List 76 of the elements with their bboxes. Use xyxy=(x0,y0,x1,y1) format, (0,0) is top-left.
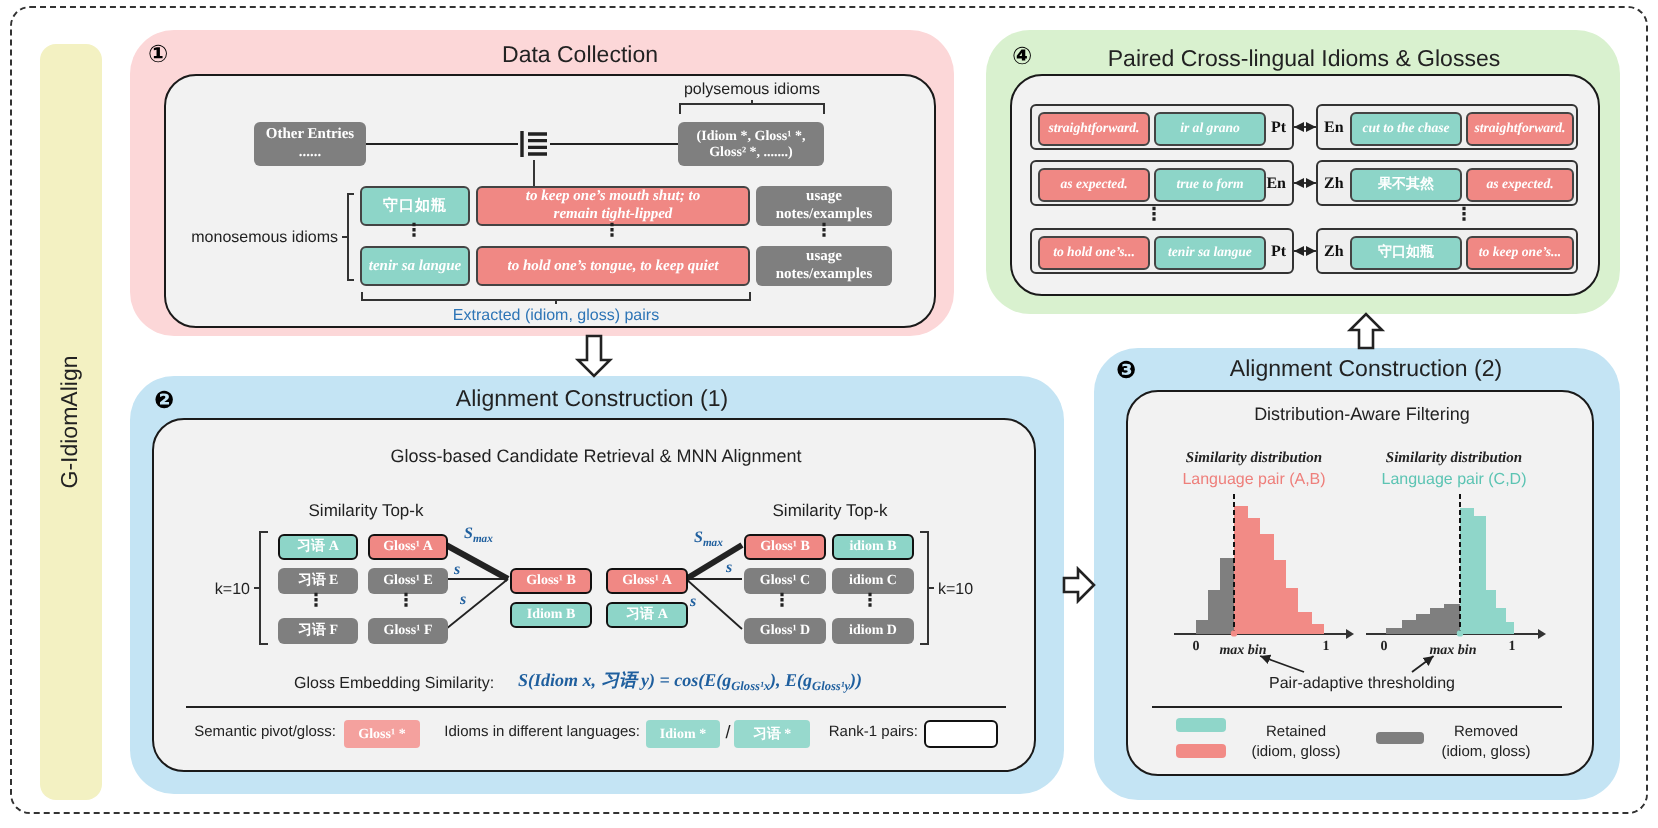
formula-label: Gloss Embedding Similarity: xyxy=(294,674,495,693)
leader-arrow xyxy=(1259,654,1305,673)
bracket-label: k=10 xyxy=(938,580,974,599)
double-arrow xyxy=(1293,246,1317,256)
edge-label: S$_{max}$ xyxy=(692,530,725,546)
ellipsis-mark: ⋮ xyxy=(1455,208,1473,226)
connector-line xyxy=(684,542,744,582)
inner-panel xyxy=(152,418,1036,772)
section-heading: Gloss-based Candidate Retrieval & MNN Alignment xyxy=(390,446,802,467)
chart-subtitle: Language pair (C,D) xyxy=(1381,470,1527,489)
language-code: Zh xyxy=(1324,176,1344,192)
column-heading: Similarity Top-k xyxy=(772,502,888,522)
group-label: Extracted (idiom, gloss) pairs xyxy=(452,306,660,325)
ellipsis-mark: ⋮ xyxy=(307,594,325,612)
block-arrow xyxy=(1346,312,1386,350)
pair-card xyxy=(1030,228,1294,274)
column-heading: Similarity Top-k xyxy=(308,502,424,522)
connector-line xyxy=(445,578,509,630)
inner-panel xyxy=(1126,390,1594,776)
pair-card xyxy=(1030,160,1294,206)
panel-title: Alignment Construction (1) xyxy=(455,388,729,415)
pair-card xyxy=(1030,104,1294,150)
step-number: ❸ xyxy=(1116,358,1137,382)
block-arrow xyxy=(1062,565,1096,605)
pair-card xyxy=(1316,104,1578,150)
pair-card xyxy=(1316,160,1578,206)
title-band xyxy=(40,44,102,800)
stage-panel xyxy=(130,376,1064,794)
double-arrow xyxy=(1293,178,1317,188)
ellipsis-mark: ⋮ xyxy=(603,224,621,242)
group-label: monosemous idioms xyxy=(191,228,338,247)
panel-title: Paired Cross-lingual Idioms & Glosses xyxy=(1107,48,1501,75)
language-code: Pt xyxy=(1270,120,1286,136)
formula-text: S(Idiom x, 习语 y) = cos(E(g$_{Gloss¹x}$), E(g$_{Gloss¹y}$)) xyxy=(518,670,863,691)
list-icon xyxy=(518,128,550,160)
language-code: En xyxy=(1324,120,1344,136)
section-heading: Distribution-Aware Filtering xyxy=(1254,404,1470,425)
edge-label: S$_{max}$ xyxy=(462,526,495,542)
stage-panel xyxy=(986,30,1620,314)
edge-label: s xyxy=(688,594,699,610)
ellipsis-mark: ⋮ xyxy=(815,224,833,242)
connector-line xyxy=(445,578,509,580)
step-number: ① xyxy=(148,42,169,66)
block-arrow xyxy=(574,334,614,378)
chart-subtitle: Language pair (A,B) xyxy=(1182,470,1326,489)
ellipsis-mark: ⋮ xyxy=(861,594,879,612)
ellipsis-mark: ⋮ xyxy=(1145,208,1163,226)
leader-arrow xyxy=(1411,655,1435,673)
separator-text: / xyxy=(725,722,731,743)
edge-label: s xyxy=(458,592,469,608)
pair-card xyxy=(1316,228,1578,274)
connector-line xyxy=(533,159,535,187)
edge-label: s xyxy=(724,560,735,576)
bracket-label: k=10 xyxy=(214,580,250,599)
connector-line xyxy=(444,542,510,582)
edge-label: s xyxy=(452,562,463,578)
ellipsis-mark: ⋮ xyxy=(397,594,415,612)
panel-title: Alignment Construction (2) xyxy=(1229,358,1503,385)
connector-line xyxy=(685,578,743,630)
annotation-text: Pair-adaptive thresholding xyxy=(1262,674,1462,694)
stage-panel xyxy=(1094,348,1620,800)
panel-title: Data Collection xyxy=(502,44,658,71)
language-code: En xyxy=(1266,176,1286,192)
ellipsis-mark: ⋮ xyxy=(405,224,423,242)
stage-panel xyxy=(130,30,954,336)
connector-line xyxy=(685,578,743,580)
connector-line xyxy=(365,143,519,145)
double-arrow xyxy=(1293,122,1317,132)
step-number: ④ xyxy=(1012,44,1033,68)
step-number: ❷ xyxy=(154,388,175,412)
connector-line xyxy=(549,143,679,145)
language-code: Pt xyxy=(1270,244,1286,260)
band-title: G-IdiomAlign xyxy=(57,355,84,489)
group-label: polysemous idioms xyxy=(683,80,821,99)
ellipsis-mark: ⋮ xyxy=(773,594,791,612)
language-code: Zh xyxy=(1324,244,1344,260)
